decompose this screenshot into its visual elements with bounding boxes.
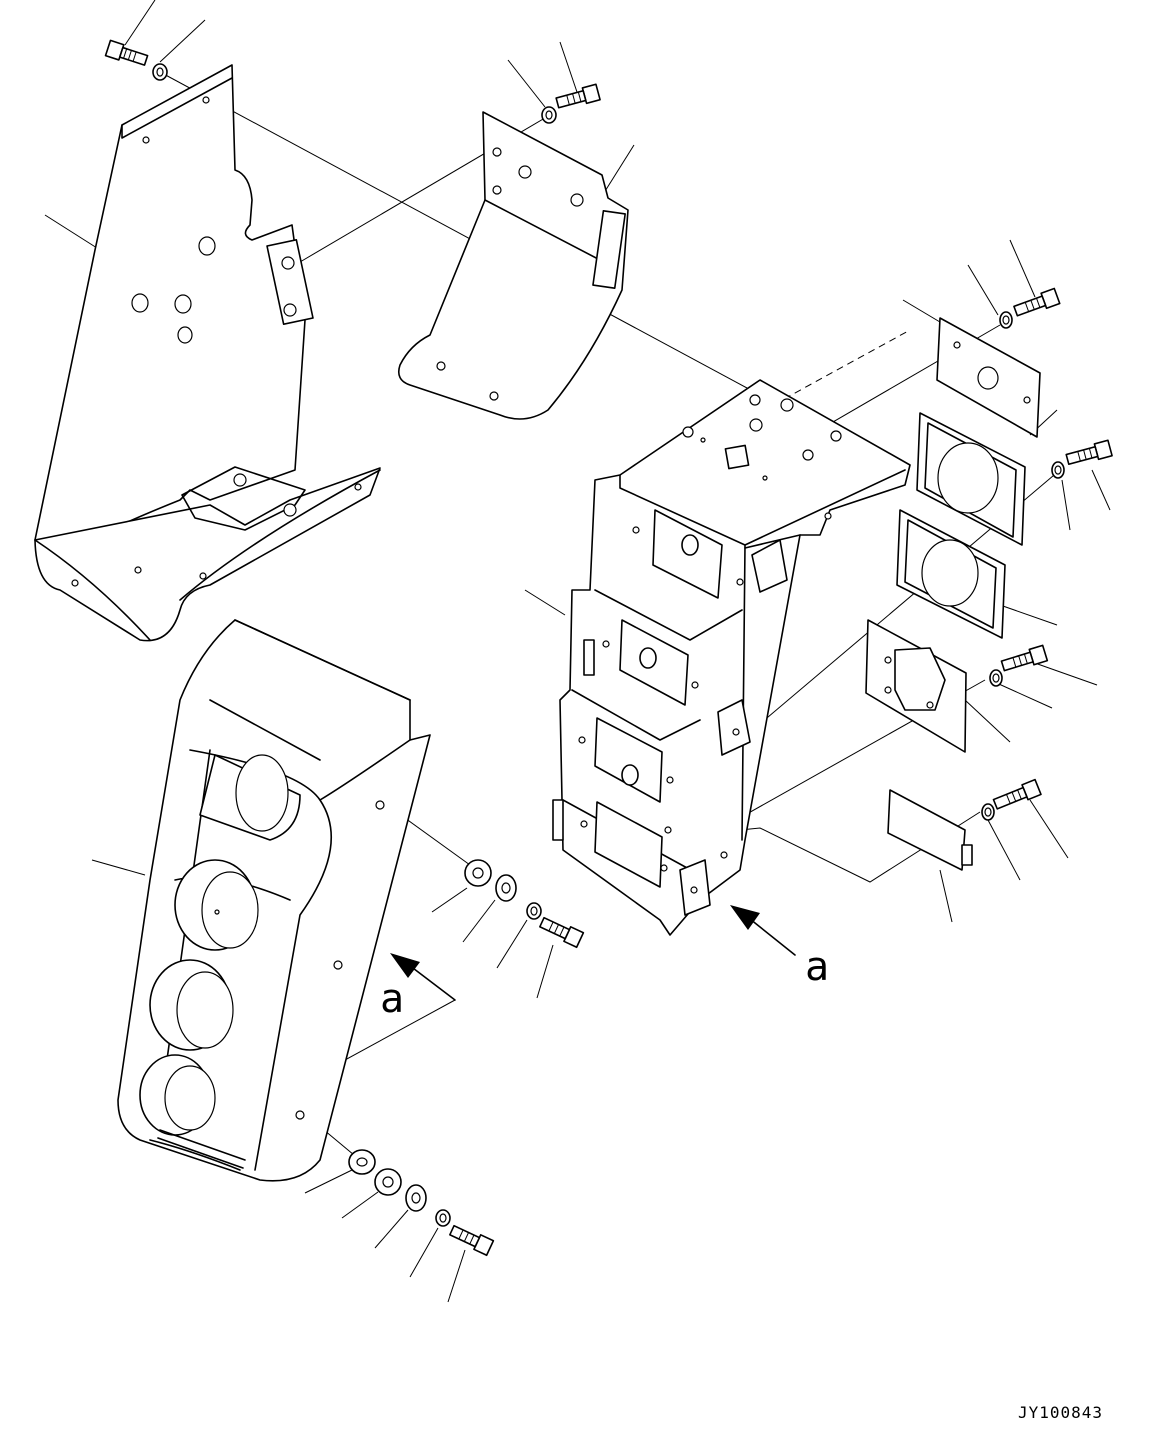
bolt-set-top-left — [104, 39, 168, 81]
view-label-left: a — [380, 976, 404, 1022]
view-label-right: a — [805, 944, 829, 990]
right-plates-gaskets — [865, 317, 1041, 871]
view-arrow-left — [390, 953, 456, 1001]
lamp-housing — [117, 619, 431, 1182]
left-cover-plate — [34, 64, 381, 642]
drawing-code: JY100843 — [1018, 1403, 1103, 1422]
view-arrow-right — [730, 905, 796, 956]
callout-leaders — [44, 0, 1111, 1303]
center-frame-bracket — [552, 379, 911, 936]
top-bracket — [397, 111, 629, 420]
fastener-stack-middle — [464, 859, 585, 949]
bolt-set-top-middle — [541, 83, 601, 124]
fastener-stack-bottom — [348, 1149, 495, 1257]
bolt-sets-right — [981, 287, 1113, 821]
